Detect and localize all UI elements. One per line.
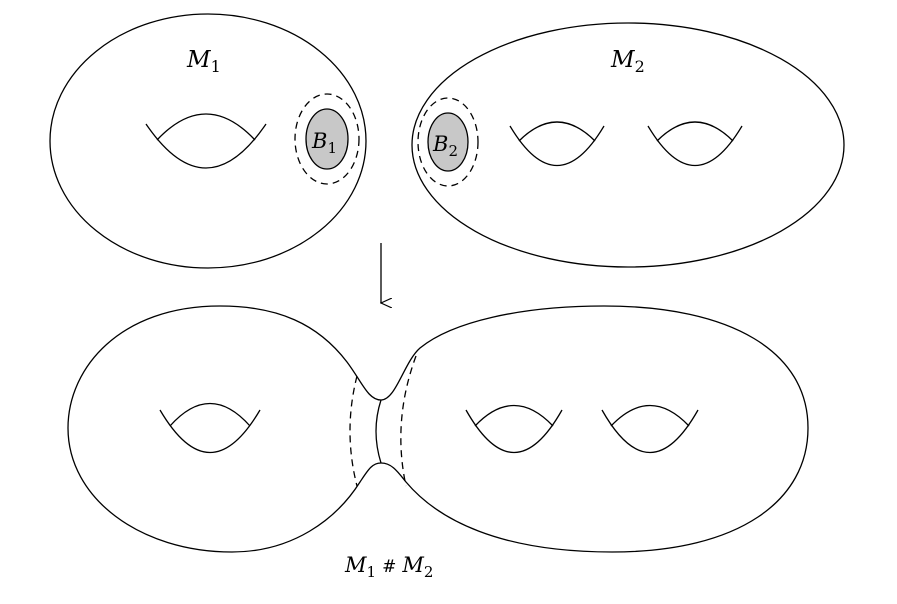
surface-m2: B2 M2 <box>411 22 845 268</box>
handle-m2-right <box>647 121 743 166</box>
handle-sum-3 <box>601 405 699 453</box>
disk-b1 <box>305 108 349 170</box>
neck-seam-left-dashed <box>349 375 358 487</box>
surface-connected-sum: M1#M2 <box>67 305 809 581</box>
surface-m2-outline <box>411 22 845 268</box>
handle-sum-1 <box>159 403 261 453</box>
handle-sum-2 <box>465 405 563 453</box>
surface-m1-outline <box>49 13 367 269</box>
surface-m1: B1 M1 <box>49 13 367 269</box>
disk-b1-neighborhood <box>294 93 360 185</box>
connected-sum-label: M1#M2 <box>344 553 433 581</box>
neck-seam-right-dashed <box>400 355 417 487</box>
neck-seam <box>375 399 382 464</box>
handle-m2-left <box>509 121 605 166</box>
disk-b2 <box>427 112 469 172</box>
disk-b2-neighborhood <box>417 97 479 187</box>
handle-m1 <box>145 113 267 169</box>
disk-b2-label: B2 <box>432 132 458 160</box>
connected-sum-outline <box>67 305 809 553</box>
disk-b1-label: B1 <box>311 129 337 157</box>
surface-m1-label: M1 <box>186 47 221 76</box>
surface-m2-label: M2 <box>610 47 645 76</box>
